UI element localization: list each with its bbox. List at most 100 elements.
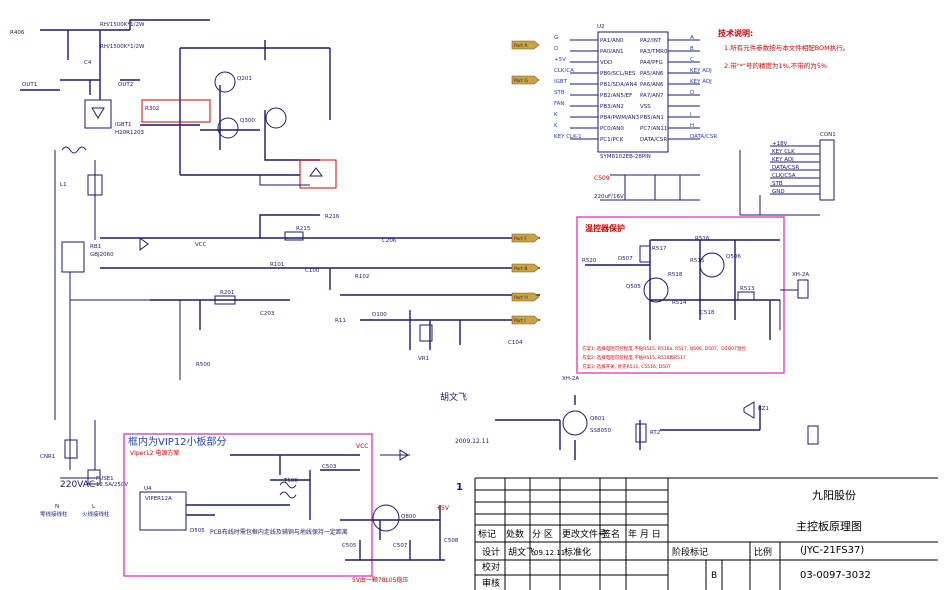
title-block-header-cell: 年 月 日 — [628, 528, 661, 540]
cnr1-label: CNR1 — [40, 454, 55, 460]
q800-symbol — [372, 504, 400, 532]
drawing-number: 03-0097-3032 — [800, 570, 871, 581]
mcu-right-net: KEY ADJ — [690, 68, 712, 74]
mcu-left-net: K — [554, 123, 558, 129]
fuse-val-label: 12.5A/250V — [96, 482, 128, 488]
ntc-connector-label: XH-2A — [792, 272, 809, 278]
drive-circuit: R302 Q201 Q300 — [140, 40, 337, 189]
net-flag-label: Port B — [514, 266, 527, 272]
check-label: 校对 — [482, 561, 500, 573]
mcu-right-net: A — [690, 35, 694, 41]
page-number: 1 — [456, 482, 463, 493]
r102-label: R102 — [355, 274, 369, 280]
tech-note-line2: 2.带"*"号的精度为1%,不带的为5% — [724, 61, 827, 70]
sensing-circuit: R215 R216 R101 C100 R102 C206 R201 C203 … — [100, 214, 540, 380]
mcu-part-label: SYM8102EB-28PIN — [600, 154, 651, 160]
con1-pin-label: GND — [772, 189, 785, 195]
mcu-right-net: B — [690, 46, 694, 52]
mcu-left-net: CLK/CA — [554, 68, 574, 74]
c505-label: C505 — [342, 543, 357, 549]
igbt1-label: IGBT1 — [115, 122, 132, 128]
mcu-left-pin-name: PC0/AN0 — [600, 126, 624, 132]
rt2-label: RT2 — [650, 430, 660, 436]
r215-resistor — [284, 231, 304, 241]
author-name: 胡文飞 — [440, 391, 467, 403]
q300-label: Q300 — [240, 118, 255, 124]
net-flag-label: Port A — [514, 43, 528, 49]
q201-symbol — [214, 71, 236, 93]
q505-symbol — [643, 277, 669, 303]
r-bleed-label: R500 — [196, 362, 211, 368]
mcu-left-net: KEY CLK-1 — [554, 134, 582, 140]
mcu-left-net: G — [554, 35, 558, 41]
mcu-right-net: H — [690, 123, 694, 129]
u4-label: U4 — [144, 486, 152, 492]
out1-label: OUT1 — [22, 82, 37, 88]
rt2-thermistor — [635, 423, 647, 443]
mcu-left-net: +5V — [554, 57, 566, 63]
mcu-left-net: K — [554, 112, 558, 118]
v18-diode — [380, 449, 410, 461]
mcu-right-pin-name: PA3/TMR0 — [640, 49, 668, 55]
l1-label: L1 — [60, 182, 67, 188]
company-name: 九阳股份 — [812, 489, 856, 502]
mcu-left-pin-name: PB1/SDA/AN4 — [600, 82, 638, 88]
vcc-label: VCC — [195, 242, 207, 248]
scale-label: 比例 — [754, 546, 772, 558]
r302-label: R302 — [145, 106, 159, 112]
fuse-symbol — [87, 469, 101, 485]
v5-note: 5V由一颗78L05稳压 — [352, 576, 409, 584]
fan-buzzer-section: Q601 SS8050 XH-2A RT2 BZ1 — [495, 376, 819, 460]
c509-val-label: 220uF/16V — [594, 194, 624, 200]
d507-label: D507 — [618, 256, 633, 262]
vr1-pot — [419, 324, 433, 342]
con1-pin-label: KEY ADJ — [772, 157, 794, 163]
title-block-header-cell: 分 区 — [532, 529, 553, 540]
mcu-left-pin-name: PA0/AN1 — [600, 49, 623, 55]
igbt-symbol — [84, 99, 112, 129]
con1-pin-label: STB — [772, 181, 783, 187]
q505-label: Q505 — [626, 284, 641, 290]
con1-ref-label: CON1 — [820, 132, 836, 138]
net-flag — [511, 233, 540, 243]
r517-label: R517 — [652, 246, 667, 252]
tech-note: 技术说明: 1.所有元件参数按与本文件相配BOM执行。 2.带"*"号的精度为1… — [718, 28, 849, 70]
con1-pin-label: KEY CLK — [772, 149, 795, 155]
r406-label: R406 — [10, 30, 25, 36]
mcu-right-pin-name: DATA/CSR — [640, 137, 667, 143]
r518-label: R518 — [668, 272, 683, 278]
c507-label: C507 — [393, 543, 408, 549]
mcu-left-pin-name: PB3/AN2 — [600, 104, 624, 110]
drawing-name: 主控板原理图 — [796, 519, 862, 533]
mcu-left-net: D — [554, 46, 558, 52]
q506-symbol — [699, 252, 725, 278]
r201-resistor — [214, 295, 236, 305]
c104-label: C104 — [508, 340, 523, 346]
c503-label: C503 — [322, 464, 337, 470]
mcu-left-pin-name: PC1/PCK — [600, 137, 624, 143]
mcu-right-pin-name: PA4/PFG — [640, 60, 663, 66]
temp-note-c: 方案3: 选择开关, 优先R511, C5516, D507 — [582, 363, 671, 370]
pcb-note: PCB布线时需包框内走线及辅铜与地线保持一定距离 — [210, 528, 348, 536]
mcu-decoupling: C509 220uF/16V — [594, 174, 700, 201]
rb1-label: RB1 — [90, 244, 101, 250]
q601-label: Q601 — [590, 416, 605, 422]
q601-symbol — [562, 410, 588, 436]
d-highlight-box — [299, 159, 337, 189]
n-terminal-desc: 零线接线柱 — [40, 510, 68, 518]
temp-protect-section: 温控器保护 R517 R516 Q506 Q505 R520 D507 R515… — [576, 216, 785, 374]
con1-pin-label: DATA/CSR — [772, 165, 799, 171]
mcu-left-pin-name: VDD — [600, 60, 612, 66]
net-flag — [511, 263, 540, 273]
mcu-left-net: FAN — [554, 101, 565, 107]
author-date: 2009.12.11 — [455, 438, 490, 445]
mcu-block: U2 SYM8102EB-28PIN PA1/AN0GPA0/AN1DVDD+5… — [554, 24, 717, 160]
c508-label: C508 — [444, 538, 459, 544]
r515-label: R515 — [690, 258, 705, 264]
l-terminal-desc: 火线接线柱 — [82, 510, 110, 518]
n-terminal-label: N — [55, 504, 59, 510]
mcu-left-pin-name: PB0/SCL/RES — [600, 71, 636, 77]
r407-label: RH/1500K*1/2W — [100, 44, 145, 50]
viper12-part: VIPER12A — [145, 496, 172, 502]
